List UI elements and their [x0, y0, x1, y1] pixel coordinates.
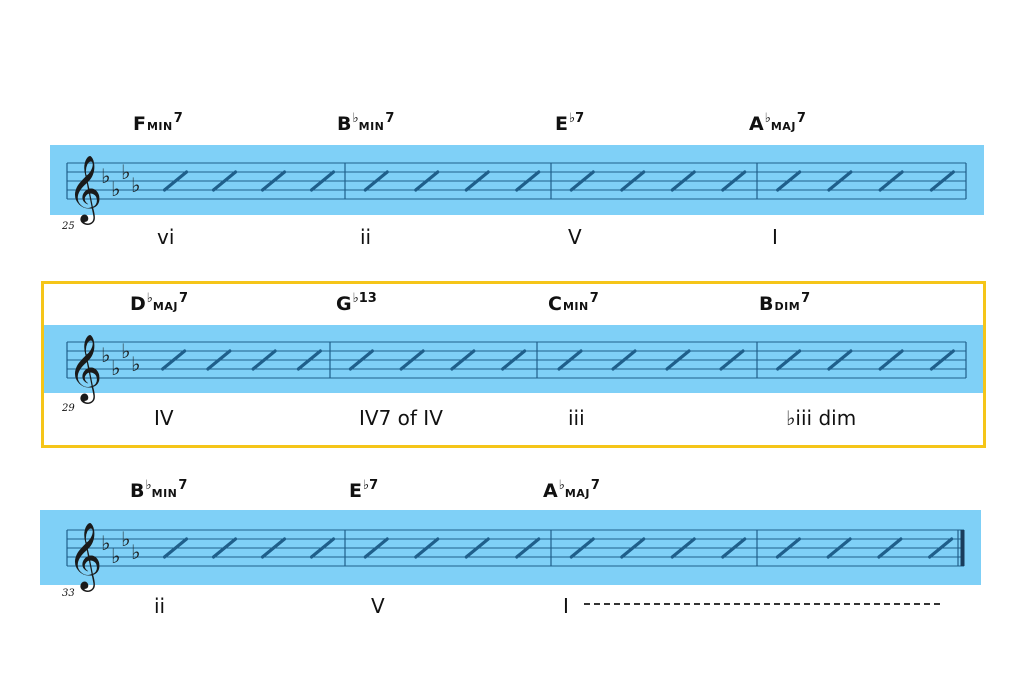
chord-symbol: E♭7	[555, 111, 585, 135]
rhythm-slash	[515, 170, 541, 192]
rhythm-slash	[929, 349, 955, 371]
flat-icon: ♭	[111, 177, 120, 201]
treble-clef-icon: 𝄞	[68, 333, 102, 404]
chord-symbol: FMIN7	[133, 111, 183, 135]
roman-numeral: vi	[157, 225, 175, 249]
rhythm-slash	[309, 537, 336, 559]
rhythm-slash	[929, 170, 955, 192]
chord-symbol: A♭MAJ7	[543, 478, 600, 502]
treble-clef-icon: 𝄞	[68, 154, 102, 225]
staff-system-1: 𝄞♭♭♭♭ FMIN7 B♭MIN7 E♭7 A♭MAJ7 25 vi ii V…	[0, 0, 1024, 249]
flat-icon: ♭	[101, 343, 110, 367]
rhythm-slash	[260, 537, 287, 559]
flat-icon: ♭	[121, 339, 130, 363]
rhythm-slash	[620, 537, 646, 559]
rhythm-slash	[776, 170, 802, 192]
rhythm-slash	[206, 349, 232, 371]
rhythm-slash	[719, 349, 745, 371]
rhythm-slash	[399, 349, 425, 371]
flat-icon: ♭	[121, 160, 130, 184]
rhythm-slash	[721, 170, 747, 192]
flat-icon: ♭	[131, 540, 140, 564]
rhythm-slash	[826, 537, 852, 559]
highlight-box	[41, 281, 986, 448]
rhythm-slash	[827, 170, 853, 192]
rhythm-slash	[569, 537, 595, 559]
roman-numeral: IV7 of IV	[359, 406, 443, 430]
flat-icon: ♭	[121, 527, 130, 551]
chord-symbol: CMIN7	[548, 291, 599, 315]
rhythm-slash	[162, 170, 189, 192]
rhythm-slash	[414, 537, 440, 559]
treble-clef-icon: 𝄞	[68, 521, 102, 592]
roman-numeral: IV	[154, 406, 174, 430]
rhythm-slash	[620, 170, 646, 192]
staff-system-2: 𝄞♭♭♭♭ D♭MAJ7 G♭13 CMIN7 BDIM7 29 IV IV7 …	[41, 281, 986, 448]
rhythm-slash	[776, 349, 802, 371]
roman-numeral: V	[568, 225, 582, 249]
dashed-continuation-line	[584, 603, 940, 605]
chord-symbol: D♭MAJ7	[130, 291, 189, 315]
rhythm-slash	[251, 349, 277, 371]
rhythm-slash	[309, 170, 336, 192]
rhythm-slash	[515, 537, 541, 559]
roman-numeral: ii	[154, 594, 166, 618]
rhythm-slash	[348, 349, 374, 371]
rhythm-slash	[877, 537, 903, 559]
rhythm-slash	[211, 537, 238, 559]
roman-numeral: I	[563, 594, 569, 618]
measure-number: 33	[62, 588, 75, 599]
chord-symbol: B♭MIN7	[337, 111, 395, 135]
rhythm-slash	[611, 349, 637, 371]
rhythm-slash	[363, 537, 389, 559]
roman-numeral: ii	[360, 225, 372, 249]
rhythm-slash	[775, 537, 801, 559]
flat-icon: ♭	[101, 164, 110, 188]
rhythm-slash	[162, 537, 189, 559]
measure-number: 25	[62, 221, 75, 232]
rhythm-slash	[260, 170, 287, 192]
chord-symbol: G♭13	[336, 291, 377, 315]
rhythm-slash	[211, 170, 238, 192]
rhythm-slash	[827, 349, 853, 371]
roman-numeral: ♭iii dim	[786, 406, 857, 430]
flat-icon: ♭	[101, 531, 110, 555]
roman-numeral: iii	[568, 406, 585, 430]
rhythm-slash	[928, 537, 954, 559]
flat-icon: ♭	[111, 544, 120, 568]
rhythm-slash	[464, 170, 490, 192]
chord-symbol: B♭MIN7	[130, 478, 188, 502]
chord-symbol: BDIM7	[759, 291, 811, 315]
roman-numeral: I	[772, 225, 778, 249]
staff-band	[50, 145, 984, 215]
roman-numeral: V	[371, 594, 385, 618]
chord-symbol: E♭7	[349, 478, 379, 502]
rhythm-slash	[569, 170, 595, 192]
flat-icon: ♭	[131, 352, 140, 376]
rhythm-slash	[878, 349, 904, 371]
rhythm-slash	[670, 170, 696, 192]
measure-number: 29	[62, 403, 75, 414]
rhythm-slash	[363, 170, 389, 192]
flat-icon: ♭	[131, 173, 140, 197]
flat-icon: ♭	[111, 356, 120, 380]
rhythm-slash	[501, 349, 527, 371]
rhythm-slash	[414, 170, 440, 192]
rhythm-slash	[665, 349, 691, 371]
rhythm-slash	[721, 537, 747, 559]
rhythm-slash	[450, 349, 476, 371]
chord-symbol: A♭MAJ7	[749, 111, 806, 135]
rhythm-slash	[161, 349, 187, 371]
rhythm-slash	[557, 349, 583, 371]
rhythm-slash	[878, 170, 904, 192]
rhythm-slash	[464, 537, 490, 559]
rhythm-slash	[296, 349, 322, 371]
rhythm-slash	[670, 537, 696, 559]
